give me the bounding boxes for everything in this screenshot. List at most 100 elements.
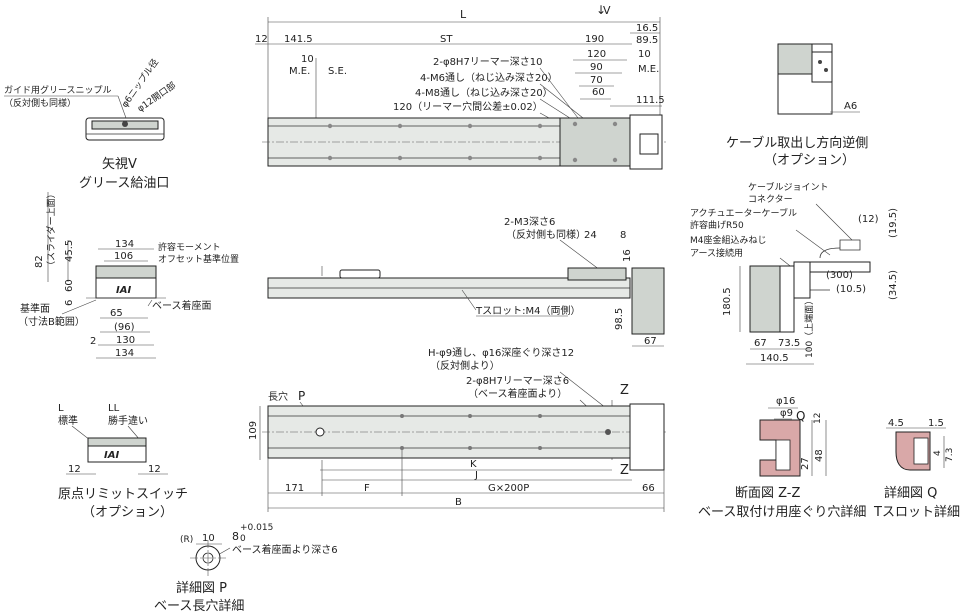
label-tslot: Tスロット:M4（両側） — [475, 304, 580, 317]
dim-12b: 12 — [148, 464, 161, 475]
tol-sub: 0 — [240, 534, 246, 544]
label-base-face: ベース着座面 — [152, 299, 212, 312]
dim-16-5: 16.5 — [636, 23, 658, 34]
detail-p: (R) 10 8 +0.015 0 ベース着座面より深さ6 詳細図 P ベース長… — [154, 523, 338, 614]
section-title: 断面図 Z-Z — [735, 486, 801, 501]
cable-reverse-view: A6 ケーブル取出し方向逆側 （オプション） — [726, 43, 868, 168]
dim-98-5: 98.5 — [614, 308, 625, 330]
note-depth: ベース着座面より深さ6 — [232, 543, 338, 556]
dim-7-3: 7.3 — [945, 448, 955, 462]
label-P: P — [298, 389, 305, 403]
section-subtitle: ベース取付け用座ぐり穴詳細 — [698, 504, 866, 520]
motor-end-bottom — [629, 403, 665, 471]
cable-reverse-title: ケーブル取出し方向逆側 — [726, 135, 868, 151]
dim-L: L — [460, 8, 467, 21]
dim-67: 67 — [644, 336, 657, 347]
dim-190: 190 — [585, 34, 604, 45]
dim-66: 66 — [642, 483, 655, 494]
note-m4-1: M4座金組込みねじ — [690, 234, 767, 246]
dim-19-5: (19.5) — [888, 208, 899, 238]
limit-switch: L 標準 LL 勝手違い IAI 12 12 原点リミットスイッチ （オプション… — [58, 403, 188, 520]
tol-sup: +0.015 — [240, 523, 273, 533]
label-me1: M.E. — [289, 66, 310, 77]
note-m6: 4-M6通し（ねじ込み深さ20） — [420, 72, 558, 84]
note-h-1: H-φ9通し、φ16深座ぐり深さ12 — [428, 346, 574, 359]
label-long-hole: 長穴 — [268, 390, 288, 403]
dim-10-5: (10.5) — [836, 284, 866, 295]
dim-34-5: (34.5) — [888, 270, 899, 300]
label-ref-1: 基準面 — [20, 302, 50, 315]
note-nipple-2: （反対側も同様） — [4, 97, 76, 109]
dim-171: 171 — [285, 483, 304, 494]
motor-side — [631, 267, 665, 335]
note-joint-1: ケーブルジョイント — [748, 181, 828, 193]
detail-p-subtitle: ベース長穴詳細 — [154, 598, 244, 614]
dim-180-5: 180.5 — [722, 287, 733, 316]
label-Q-section: Q — [796, 409, 805, 423]
dim-phi16: φ16 — [776, 396, 795, 407]
dim-90: 90 — [590, 62, 603, 73]
dim-12: 12 — [255, 34, 268, 45]
note-nipple-1: ガイド用グリースニップル — [4, 84, 112, 96]
note-m3-2: （反対側も同様） — [506, 228, 586, 241]
note-act-1: アクチュエーターケーブル — [690, 207, 797, 219]
dim-24: 24 — [584, 230, 597, 241]
cable-reverse-subtitle: （オプション） — [764, 153, 855, 168]
detail-q: 4.5 1.5 4 7.3 詳細図 Q Tスロット詳細 — [873, 418, 960, 520]
cable-side-view: ケーブルジョイント コネクター アクチュエーターケーブル 許容曲げR50 M4座… — [690, 181, 899, 365]
end-view: 82 （スライダー上面） 45.5 60 6 134 106 許容モーメント オ… — [18, 189, 239, 359]
dim-60: 60 — [592, 87, 605, 98]
dim-10-p: 10 — [202, 533, 215, 544]
dim-8: 8 — [620, 230, 626, 241]
note-moment-1: 許容モーメント — [158, 241, 221, 253]
dim-10a: 10 — [301, 54, 314, 65]
label-L: L — [58, 403, 64, 414]
note-m4-2: アース接続用 — [690, 247, 743, 259]
dim-109: 109 — [248, 421, 259, 440]
label-Z2: Z — [620, 463, 629, 478]
dim-27: 27 — [800, 457, 811, 470]
label-ref-2: （寸法B範囲） — [18, 315, 85, 328]
note-h-2: （反対側より） — [430, 359, 500, 372]
dim-300: (300) — [826, 270, 853, 281]
dim-73-5: 73.5 — [778, 338, 800, 349]
note-r-1: 2-φ8H7リーマー深さ6 — [466, 375, 569, 387]
note-m8: 4-M8通し（ねじ込み深さ20） — [415, 87, 553, 99]
detail-q-subtitle: Tスロット詳細 — [873, 504, 960, 520]
dim-gx200p: G×200P — [488, 483, 529, 494]
label-R: (R) — [180, 535, 193, 545]
view-v: ガイド用グリースニップル （反対側も同様） φ6ニップル径 φ12開口部 矢視V… — [4, 56, 178, 191]
dim-12-paren: (12) — [858, 214, 879, 225]
view-v-title: 矢視V — [102, 157, 137, 172]
label-slider-top: （スライダー上面） — [45, 189, 57, 270]
dim-70: 70 — [590, 75, 603, 86]
section-z: φ16 φ9 Q 12 27 48 断面図 Z-Z ベース取付け用座ぐり穴詳細 — [698, 396, 866, 520]
dim-ST: ST — [440, 34, 453, 45]
dim-4: 4 — [933, 450, 943, 456]
note-reamer: 2-φ8H7リーマー深さ10 — [433, 56, 543, 68]
dim-16: 16 — [622, 249, 633, 262]
label-V: V — [603, 4, 611, 17]
note-r-2: （ベース着座面より） — [468, 387, 567, 400]
label-Z1: Z — [620, 383, 629, 398]
dim-106: 106 — [114, 251, 133, 262]
label-me2: M.E. — [638, 64, 659, 75]
dim-60: 60 — [64, 279, 75, 292]
top-view: L ↓ V 12 141.5 ST 190 16.5 89.5 10 M.E. … — [255, 3, 668, 170]
dim-J: J — [474, 470, 478, 481]
label-se: S.E. — [328, 66, 347, 77]
slider-side — [567, 267, 627, 281]
dim-141-5: 141.5 — [284, 34, 313, 45]
side-view: 2-M3深さ6 （反対側も同様） 24 8 16 Tスロット:M4（両側） 98… — [267, 216, 665, 347]
tol-base: 8 — [232, 530, 239, 543]
note-m3-1: 2-M3深さ6 — [504, 216, 555, 228]
v-arrow: ↓ — [596, 3, 606, 17]
dim-134b: 134 — [115, 348, 134, 359]
limit-logo: IAI — [104, 450, 119, 461]
limit-title: 原点リミットスイッチ — [58, 487, 188, 502]
dim-phi9: φ9 — [780, 408, 793, 419]
dim-12a: 12 — [68, 464, 81, 475]
dim-120: 120 — [587, 49, 606, 60]
